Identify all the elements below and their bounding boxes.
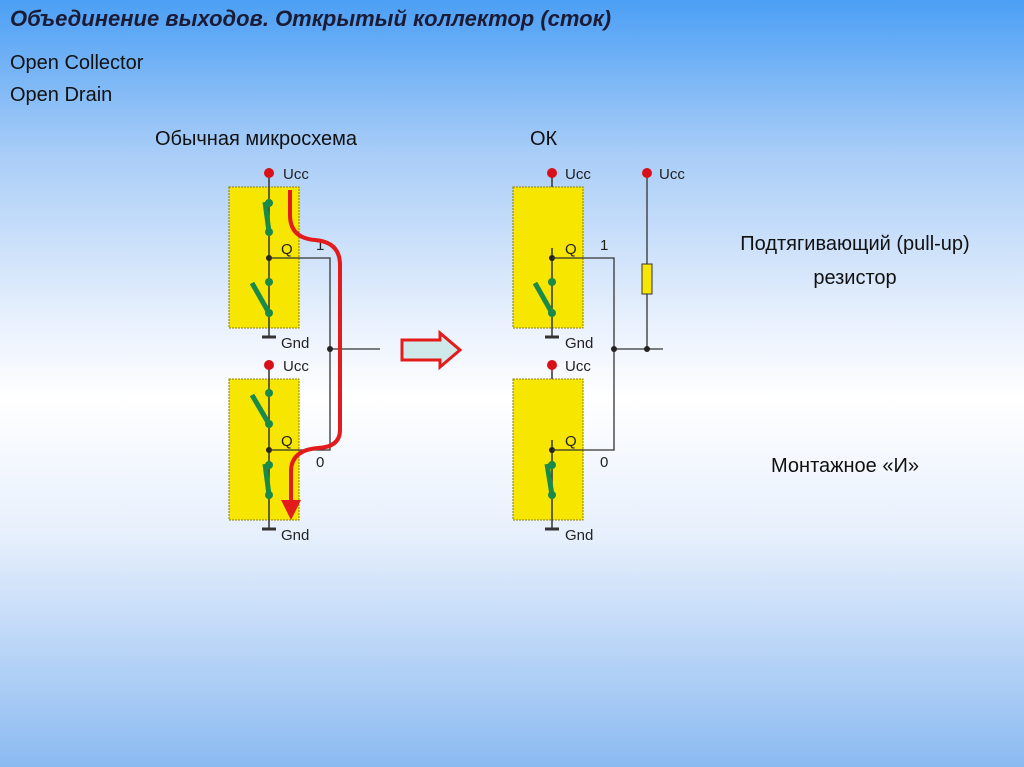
pin-label: Ucc — [659, 166, 685, 183]
current-path — [288, 190, 342, 500]
pin-label: 0 — [600, 454, 608, 471]
pin-label: Q — [565, 433, 577, 450]
pin-label: Gnd — [281, 527, 309, 544]
subtitle-open-drain: Open Drain — [10, 84, 113, 106]
pin-label: Q — [281, 433, 293, 450]
pin-label: Gnd — [565, 335, 593, 352]
pin-label: Ucc — [283, 166, 309, 183]
slide-title: Объединение выходов. Открытый коллектор … — [10, 6, 612, 31]
pin-label: Ucc — [565, 166, 591, 183]
pin-label: Gnd — [281, 335, 309, 352]
transform-arrow-icon — [400, 329, 463, 371]
switch-closed — [262, 201, 272, 233]
subtitle-open-collector: Open Collector — [10, 52, 144, 74]
left-heading: Обычная микросхема — [155, 128, 358, 150]
wired-and-label: Монтажное «И» — [771, 455, 919, 477]
left-top-chip: Ucc Q Gnd 1 — [228, 166, 324, 352]
pin-label: Q — [281, 241, 293, 258]
right-top-chip: Ucc Q Gnd 1 — [512, 166, 608, 352]
pin-label: 1 — [600, 237, 608, 254]
pin-label: Ucc — [283, 358, 309, 375]
left-bottom-chip: Ucc Q Gnd 0 — [228, 358, 324, 544]
pin-label: 1 — [316, 237, 324, 254]
pullup-label-2: резистор — [813, 267, 896, 289]
switch-open — [249, 281, 272, 315]
pin-label: Q — [565, 241, 577, 258]
pullup-label-1: Подтягивающий (pull-up) — [740, 233, 969, 255]
ucc-dot — [264, 168, 274, 178]
right-bottom-chip: Ucc Q Gnd 0 — [512, 358, 608, 544]
pin-label: Ucc — [565, 358, 591, 375]
current-arrowhead — [281, 500, 301, 520]
pullup-resistor — [641, 263, 653, 295]
right-heading: ОК — [530, 128, 558, 150]
pin-label: 0 — [316, 454, 324, 471]
pin-label: Gnd — [565, 527, 593, 544]
